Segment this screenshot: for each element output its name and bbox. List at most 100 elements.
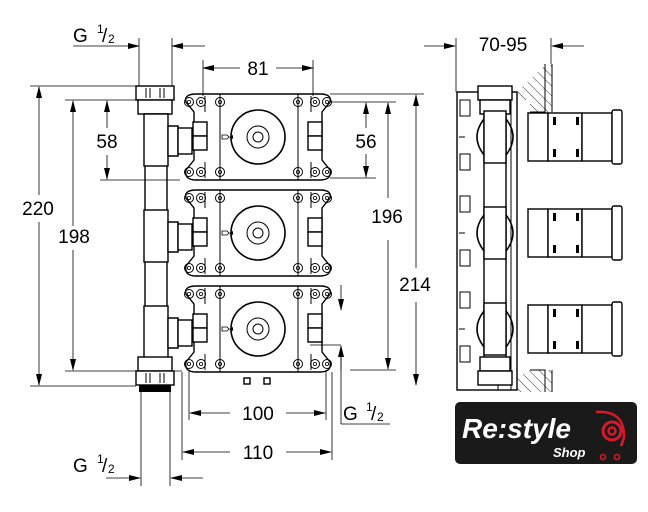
valve-module [184, 93, 332, 181]
dim-width-81: 81 [202, 59, 314, 96]
dim-depth: 70-95 [424, 35, 584, 92]
dim-height-56: 56 [330, 101, 396, 179]
screw-hole-icon [196, 193, 206, 203]
screw-hole-icon [310, 193, 320, 203]
screw-hole-icon [293, 97, 303, 107]
screw-hole-icon [322, 359, 332, 369]
dim-label: 214 [399, 275, 431, 296]
side-valve [459, 291, 514, 363]
side-view: 70-95 [424, 35, 623, 392]
screw-hole-icon [196, 263, 206, 273]
screw-hole-icon [196, 167, 206, 177]
dim-height-198: 198 [58, 100, 182, 372]
marking [576, 341, 579, 349]
screw-hole-icon [196, 97, 206, 107]
port [307, 327, 323, 343]
screw-hole-icon [215, 193, 225, 203]
screw-hole-icon [215, 359, 225, 369]
screw-hole-icon [184, 263, 194, 273]
port [192, 217, 208, 233]
front-view: G 1 / 2 81 58 56 [22, 22, 431, 486]
valve-module [184, 189, 332, 277]
port [192, 135, 208, 151]
port [192, 121, 208, 137]
dim-height-196: 196 [330, 93, 424, 371]
marking [553, 341, 556, 349]
fraction-slash: / [102, 26, 108, 47]
screw-hole-icon [293, 359, 303, 369]
dim-inlet-bottom: G 1 / 2 [73, 392, 203, 486]
screw-hole-icon [215, 167, 225, 177]
screw-hole-icon [322, 167, 332, 177]
marking [553, 117, 556, 125]
screw-hole-icon [215, 97, 225, 107]
marking [553, 245, 556, 253]
marking [553, 309, 556, 317]
screw-hole-icon [196, 289, 206, 299]
port [307, 135, 323, 151]
dim-width-100: 100 [188, 370, 327, 425]
valve-modules [184, 93, 332, 373]
dim-label: G [73, 456, 88, 477]
dim-label: 100 [242, 404, 274, 425]
wall-section [517, 64, 553, 392]
dim-label: 220 [22, 199, 54, 220]
fraction-slash: / [102, 456, 108, 477]
fraction-num: 1 [97, 452, 104, 466]
screw-hole-icon [310, 289, 320, 299]
flow-arrow-icon [221, 230, 230, 236]
cartridge [527, 301, 623, 357]
screw-hole-icon [322, 193, 332, 203]
branch-connector [167, 221, 193, 253]
fraction-den: 2 [377, 410, 384, 424]
cart-at-icon [595, 410, 626, 461]
marking [576, 117, 579, 125]
screw-hole-icon [293, 193, 303, 203]
screw-hole-icon [293, 167, 303, 177]
fraction-num: 1 [97, 22, 104, 36]
screw-hole-icon [310, 97, 320, 107]
branch-connector [167, 125, 193, 157]
restyle-shop-logo: Re:style Shop [455, 402, 637, 464]
screw-hole-icon [184, 359, 194, 369]
screw-hole-icon [322, 263, 332, 273]
dim-height-58: 58 [65, 99, 180, 181]
dim-label: 110 [243, 443, 273, 464]
screw-hole-icon [184, 289, 194, 299]
screw-hole-icon [215, 263, 225, 273]
cartridge [527, 205, 623, 261]
fraction-den: 2 [108, 32, 115, 46]
screw-hole-icon [293, 263, 303, 273]
logo-sub-text: Shop [553, 445, 586, 460]
dim-label: 81 [247, 59, 268, 80]
dim-label: 196 [371, 207, 403, 228]
port [192, 231, 208, 247]
screw-hole-icon [293, 289, 303, 299]
riser-pipe [135, 85, 193, 392]
marking [553, 213, 556, 221]
cartridges [527, 109, 623, 357]
side-valves [459, 99, 514, 363]
dim-inlet-top: G 1 / 2 [73, 22, 205, 86]
screw-hole-icon [184, 193, 194, 203]
screw-hole-icon [196, 359, 206, 369]
marking [576, 245, 579, 253]
branch-connector [167, 317, 193, 349]
port [192, 313, 208, 329]
screw-hole-icon [310, 359, 320, 369]
dim-label: 58 [96, 132, 117, 153]
side-valve [459, 195, 514, 267]
dim-label: G [73, 26, 88, 47]
side-valve [459, 99, 514, 171]
dim-label: G [343, 404, 358, 425]
marking [576, 309, 579, 317]
dim-label: 70-95 [479, 35, 528, 56]
cartridge [527, 109, 623, 165]
screw-hole-icon [215, 289, 225, 299]
logo-brand-text: Re:style [462, 413, 571, 444]
dim-label: 198 [58, 227, 90, 248]
dim-outlet-right: G 1 / 2 [310, 285, 390, 425]
screw-hole-icon [322, 289, 332, 299]
port [307, 313, 323, 329]
